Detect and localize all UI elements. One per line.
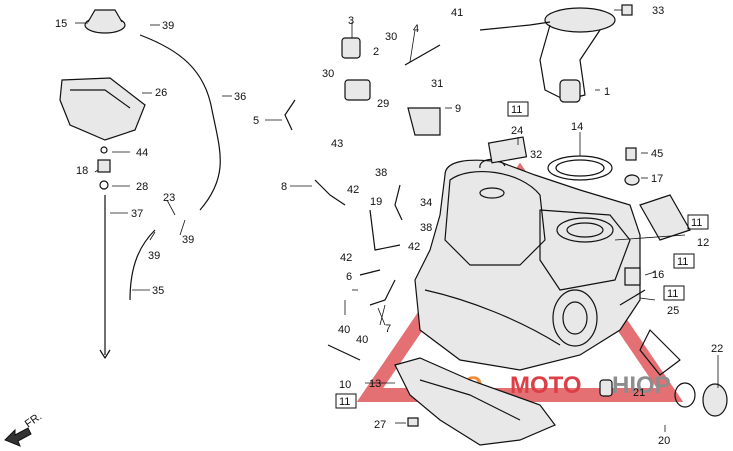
fuel-pump [479,7,616,103]
label-33: 33 [652,5,664,17]
label-19: 19 [370,196,382,208]
label-9: 9 [455,103,461,115]
label-20: 20 [658,435,670,447]
label-43: 43 [331,138,343,150]
hose-7 [369,279,396,306]
label-3: 3 [348,15,354,27]
label-5: 5 [253,115,259,127]
fitting-stack [97,146,111,190]
label-10: 10 [339,379,351,391]
fuel-tank [414,158,641,371]
hose-34 [394,184,403,221]
label-30-b: 30 [322,68,334,80]
watermark-text-hiop: HIOP [612,372,671,399]
label-30-a: 30 [385,31,397,43]
grommet-17 [624,174,640,186]
label-42-b: 42 [340,252,352,264]
label-2: 2 [373,46,379,58]
label-42-a: 42 [347,184,359,196]
label-16: 16 [652,269,664,281]
box-marks [335,101,709,409]
label-35: 35 [152,285,164,297]
label-21: 21 [633,387,645,399]
label-6: 6 [346,271,352,283]
label-11-b: 11 [691,217,702,229]
label-11-e: 11 [339,396,350,408]
cap-tray [59,77,146,141]
cushion-24 [487,136,528,164]
label-26: 26 [155,87,167,99]
breather-hose [139,34,221,211]
label-32: 32 [530,149,542,161]
fuel-cap [84,9,126,34]
bolt-33 [621,4,633,16]
hose-35 [129,229,156,301]
label-12: 12 [697,237,709,249]
label-38-b: 38 [420,222,432,234]
front-arrow: FR. [4,410,44,447]
label-39-a: 39 [162,20,174,32]
valve-9 [407,107,441,136]
watermark-text-moto: MOTO [510,372,582,399]
label-8: 8 [281,181,287,193]
label-41: 41 [451,7,463,19]
label-28: 28 [136,181,148,193]
hose-4 [404,44,441,66]
label-22: 22 [711,343,723,355]
label-27: 27 [374,419,386,431]
filter-29 [344,79,371,101]
hose-8 [314,179,346,206]
label-4: 4 [413,23,419,35]
label-13: 13 [369,378,381,390]
label-23: 23 [163,192,175,204]
label-36: 36 [234,91,246,103]
label-38-a: 38 [375,167,387,179]
label-11-a: 11 [511,104,522,116]
label-14: 14 [571,121,583,133]
hose-6 [359,269,381,276]
under-cover [394,357,556,446]
tube-19 [369,209,401,251]
hose-10 [327,344,361,361]
filler-assembly [599,329,728,417]
label-17: 17 [651,173,663,185]
label-37: 37 [131,208,143,220]
part-labels: 1 2 3 4 5 6 7 8 9 10 11 11 11 11 11 12 1… [55,5,723,447]
label-40-b: 40 [356,334,368,346]
label-39-b: 39 [148,250,160,262]
pad-12 [639,194,691,241]
label-18: 18 [76,165,88,177]
label-45: 45 [651,148,663,160]
label-25: 25 [667,305,679,317]
bolt-45 [625,147,637,161]
label-11-c: 11 [677,256,688,268]
label-1: 1 [604,86,610,98]
fr-label: FR. [23,410,44,430]
damper-16 [624,267,641,286]
leader-lines [75,9,719,432]
label-24: 24 [511,125,523,137]
label-29: 29 [377,98,389,110]
bolt-27 [407,417,419,427]
label-44: 44 [136,147,148,159]
filter-3 [341,37,361,59]
tube-25 [619,289,646,306]
label-39-c: 39 [182,234,194,246]
label-15: 15 [55,18,67,30]
hose-5 [284,99,296,131]
label-11-d: 11 [667,288,678,300]
drain-arrow [99,340,111,359]
label-42-c: 42 [408,241,420,253]
pump-gasket [547,155,613,181]
label-34: 34 [420,197,432,209]
label-31: 31 [431,78,443,90]
label-7: 7 [385,323,391,335]
label-40-a: 40 [338,324,350,336]
